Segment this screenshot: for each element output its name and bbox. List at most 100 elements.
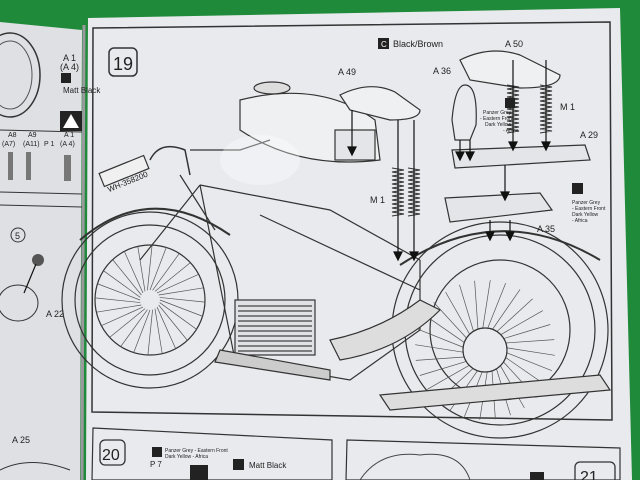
assembly-arrows (347, 60, 551, 262)
spoke (419, 359, 474, 376)
spring-part (26, 152, 31, 180)
spoke (101, 306, 144, 326)
part-icon (190, 465, 208, 480)
spoke (491, 298, 533, 337)
part-label-m1-right: M 1 (560, 102, 575, 112)
seat-mount (334, 129, 376, 161)
seat-a50 (459, 50, 561, 89)
step-number-21: 21 (580, 469, 598, 480)
arrow-head (465, 151, 475, 162)
spoke (124, 251, 144, 294)
spring-m1 (539, 84, 553, 134)
part-label-a36: A 36 (433, 66, 451, 76)
part-label-p7: P 7 (150, 460, 162, 469)
arrow-head (409, 251, 419, 262)
headlight (149, 145, 191, 176)
spoke (159, 297, 205, 303)
arrow-head (393, 251, 403, 262)
svg-text:- Eastern Front: - Eastern Front (572, 206, 606, 212)
svg-text:Dark Yellow: Dark Yellow (485, 122, 512, 128)
step-20-panel (91, 427, 333, 480)
spoke (499, 346, 555, 356)
spoke (498, 339, 555, 344)
spoke (159, 299, 203, 317)
step-19-labels: C Black/Brown A 50 A 49 A 36 Panzer Grey… (338, 38, 606, 234)
spoke (499, 353, 546, 386)
part-drawing (0, 284, 39, 322)
rear-fender (399, 230, 601, 266)
paint-note: Dark Yellow - Africa (165, 454, 208, 460)
spoke (474, 280, 479, 337)
spoke (109, 308, 146, 338)
callout-5: 5 (15, 231, 20, 241)
part-label-a35: A 35 (537, 224, 555, 234)
spoke (95, 297, 141, 303)
spoke (97, 283, 141, 301)
part-label-m1-left: M 1 (370, 195, 385, 205)
part-label-a29: A 29 (580, 130, 598, 140)
photo-glare (220, 135, 300, 185)
part-label-a4: (A 4) (60, 62, 79, 72)
rear-hub (462, 327, 508, 373)
spring-m1 (407, 167, 421, 217)
arrow-head (541, 141, 551, 152)
spoke (415, 356, 472, 361)
handlebar (190, 139, 271, 151)
bracket-a36 (451, 84, 477, 141)
step-21-drawing (359, 453, 471, 480)
spoke (156, 274, 199, 294)
paint-black-brown: Black/Brown (393, 39, 443, 49)
spoke (96, 304, 142, 313)
spoke (424, 314, 471, 347)
arrow-head (508, 141, 518, 152)
spoke (481, 280, 491, 336)
svg-text:Panzer Grey: Panzer Grey (483, 110, 512, 116)
arrow-head (505, 231, 515, 242)
part-icon (530, 472, 544, 480)
arrow-head (347, 146, 357, 157)
part-label-a1: A 1 (63, 53, 76, 63)
spoke (433, 302, 472, 344)
part-label-a8: A8 (8, 132, 17, 139)
svg-text:- Africa: - Africa (503, 128, 519, 134)
part-label-a9: A9 (28, 132, 37, 139)
part-label-a7: (A7) (2, 141, 15, 148)
arrow-head (485, 231, 495, 242)
paint-c-icon (378, 38, 389, 49)
spring-part (8, 152, 13, 180)
step-number-box (108, 47, 138, 77)
svg-text:- Africa: - Africa (572, 218, 588, 224)
spoke (159, 302, 197, 330)
step-19-panel (91, 21, 613, 421)
spoke (445, 291, 474, 341)
spoke (154, 262, 191, 292)
arrow-head (500, 191, 510, 202)
part-label-a25: A 25 (12, 435, 30, 445)
svg-text:Dark Yellow: Dark Yellow (572, 212, 599, 218)
left-page-content: A 1 (A 4) Matt Black A8 (A7) A9 (A11) P … (0, 32, 101, 471)
step-21-panel (345, 439, 621, 480)
paint-c-icon (152, 447, 162, 457)
svg-text:Panzer Grey: Panzer Grey (572, 200, 601, 206)
spoke (147, 309, 153, 355)
spoke (488, 289, 521, 336)
spoke (120, 309, 148, 347)
spoke (147, 245, 153, 291)
paint-matt-black: Matt Black (249, 461, 287, 470)
spoke (417, 328, 471, 351)
spoke (158, 304, 188, 341)
springs (391, 84, 553, 217)
spoke (149, 247, 167, 291)
spoke (499, 349, 553, 372)
spoke (112, 259, 142, 296)
muffler (378, 374, 612, 411)
spoke (133, 309, 151, 353)
spoke (426, 361, 476, 390)
page-gutter (80, 24, 86, 480)
spring-part (64, 155, 71, 181)
spring-m1 (391, 167, 405, 217)
seat-a49 (339, 86, 421, 121)
spoke (459, 284, 476, 339)
part-label-a4-small: (A 4) (60, 141, 75, 148)
